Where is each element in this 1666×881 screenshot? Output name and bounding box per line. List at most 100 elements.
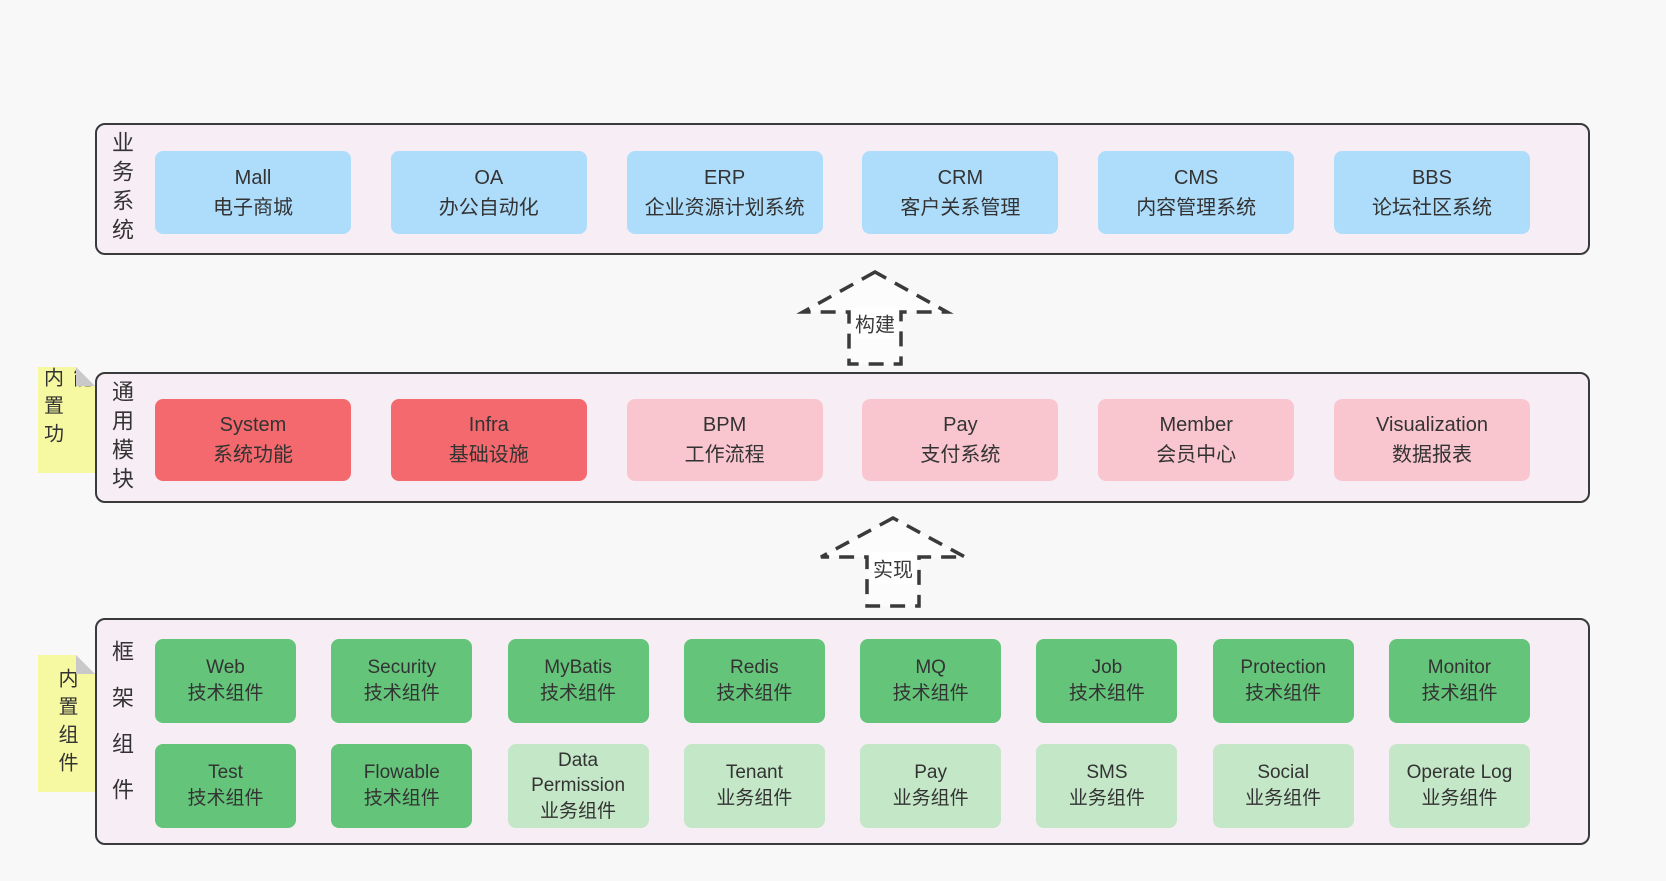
- box-member-name: Member: [1159, 414, 1233, 436]
- box-social-sub: 业务组件: [1245, 788, 1322, 809]
- arrow-label-implement: 实现: [870, 552, 916, 584]
- box-monitor: Monitor 技术组件: [1388, 639, 1530, 723]
- box-infra-sub: 基础设施: [448, 444, 529, 466]
- box-security-name: Security: [367, 657, 437, 679]
- sticky-note-built-in-features-text: 内置功能: [40, 367, 92, 451]
- box-mall-name: Mall: [234, 166, 272, 189]
- box-test-sub: 技术组件: [187, 788, 264, 809]
- box-system-name: System: [219, 414, 287, 436]
- box-flowable-name: Flowable: [363, 762, 440, 784]
- box-sms: SMS 业务组件: [1036, 744, 1178, 828]
- box-member: Member 会员中心: [1098, 399, 1295, 481]
- box-web: Web 技术组件: [155, 639, 296, 723]
- box-pay-component-sub: 业务组件: [892, 788, 969, 809]
- box-flowable: Flowable 技术组件: [331, 744, 473, 828]
- box-sms-name: SMS: [1086, 762, 1128, 784]
- box-oa-name: OA: [474, 166, 504, 189]
- box-test: Test 技术组件: [155, 744, 296, 828]
- box-visualization-sub: 数据报表: [1391, 444, 1472, 466]
- box-operate-log: Operate Log 业务组件: [1388, 744, 1530, 828]
- box-crm-name: CRM: [937, 166, 984, 189]
- box-social-name: Social: [1257, 762, 1310, 784]
- box-mybatis: MyBatis 技术组件: [507, 639, 649, 723]
- box-mall: Mall 电子商城: [155, 151, 351, 234]
- box-sms-sub: 业务组件: [1068, 788, 1145, 809]
- box-cms: CMS 内容管理系统: [1098, 151, 1295, 234]
- box-oa-sub: 办公自动化: [438, 196, 539, 219]
- box-operate-log-name: Operate Log: [1406, 762, 1513, 784]
- box-monitor-sub: 技术组件: [1421, 683, 1498, 704]
- box-cms-name: CMS: [1173, 166, 1219, 189]
- box-system: System 系统功能: [155, 399, 351, 481]
- box-social: Social 业务组件: [1212, 744, 1354, 828]
- arrow-label-build: 构建: [852, 307, 898, 339]
- box-job-name: Job: [1091, 657, 1123, 679]
- box-mybatis-name: MyBatis: [544, 657, 612, 679]
- business-systems-panel-title: 业务系统: [109, 131, 134, 247]
- box-pay-component-name: Pay: [914, 762, 947, 784]
- box-infra-name: Infra: [468, 414, 509, 436]
- box-redis-name: Redis: [730, 657, 779, 679]
- box-data-permission-sub: 业务组件: [540, 800, 617, 822]
- common-modules-row: System 系统功能 Infra 基础设施 BPM 工作流程 Pay 支付系统…: [155, 399, 1530, 481]
- sticky-note-built-in-features: 内置功能: [38, 367, 95, 473]
- business-systems-row: Mall 电子商城 OA 办公自动化 ERP 企业资源计划系统 CRM 客户关系…: [155, 151, 1530, 234]
- box-system-sub: 系统功能: [213, 444, 293, 466]
- box-erp: ERP 企业资源计划系统: [626, 151, 823, 234]
- box-redis: Redis 技术组件: [683, 639, 825, 723]
- box-crm: CRM 客户关系管理: [862, 151, 1059, 234]
- box-protection: Protection 技术组件: [1212, 639, 1354, 723]
- box-pay-module-name: Pay: [943, 414, 978, 436]
- sticky-note-built-in-components: 内置组件: [38, 655, 95, 792]
- box-bbs-sub: 论坛社区系统: [1371, 196, 1492, 219]
- business-systems-panel: 业务系统 Mall 电子商城 OA 办公自动化 ERP 企业资源计划系统 CRM…: [95, 123, 1590, 255]
- box-data-permission-name: Data Permission: [531, 749, 626, 797]
- box-bpm: BPM 工作流程: [626, 399, 823, 481]
- box-web-sub: 技术组件: [187, 683, 264, 704]
- common-modules-panel-title: 通用模块: [109, 379, 134, 496]
- box-bpm-name: BPM: [702, 414, 747, 436]
- box-mq: MQ 技术组件: [860, 639, 1002, 723]
- box-protection-name: Protection: [1240, 657, 1326, 679]
- box-tenant-sub: 业务组件: [716, 788, 793, 809]
- box-mq-name: MQ: [915, 657, 946, 679]
- box-mq-sub: 技术组件: [892, 683, 969, 704]
- framework-components-panel-title: 框架组件: [109, 639, 134, 824]
- box-erp-name: ERP: [704, 166, 746, 189]
- box-data-permission: Data Permission 业务组件: [507, 744, 649, 828]
- box-operate-log-sub: 业务组件: [1421, 788, 1498, 809]
- box-visualization: Visualization 数据报表: [1333, 399, 1530, 481]
- box-protection-sub: 技术组件: [1245, 683, 1322, 704]
- common-modules-panel: 通用模块 System 系统功能 Infra 基础设施 BPM 工作流程 Pay…: [95, 372, 1590, 503]
- box-tenant-name: Tenant: [725, 762, 783, 784]
- box-security: Security 技术组件: [331, 639, 473, 723]
- box-cms-sub: 内容管理系统: [1136, 196, 1257, 219]
- box-tenant: Tenant 业务组件: [683, 744, 825, 828]
- box-oa: OA 办公自动化: [390, 151, 587, 234]
- framework-components-row-1: Web 技术组件 Security 技术组件 MyBatis 技术组件 Redi…: [155, 639, 1530, 723]
- box-web-name: Web: [206, 657, 245, 679]
- box-pay-component: Pay 业务组件: [860, 744, 1002, 828]
- box-job-sub: 技术组件: [1068, 683, 1145, 704]
- box-security-sub: 技术组件: [363, 683, 440, 704]
- framework-components-row-2: Test 技术组件 Flowable 技术组件 Data Permission …: [155, 744, 1530, 828]
- box-crm-sub: 客户关系管理: [900, 196, 1021, 219]
- box-mybatis-sub: 技术组件: [540, 683, 617, 704]
- box-flowable-sub: 技术组件: [363, 788, 440, 809]
- box-redis-sub: 技术组件: [716, 683, 793, 704]
- box-monitor-name: Monitor: [1427, 657, 1492, 679]
- box-bbs: BBS 论坛社区系统: [1333, 151, 1530, 234]
- box-pay-module: Pay 支付系统: [862, 399, 1059, 481]
- box-member-sub: 会员中心: [1156, 444, 1237, 466]
- sticky-note-built-in-components-text: 内置组件: [55, 667, 77, 780]
- box-job: Job 技术组件: [1036, 639, 1178, 723]
- box-erp-sub: 企业资源计划系统: [644, 196, 805, 219]
- box-mall-sub: 电子商城: [213, 196, 293, 219]
- box-infra: Infra 基础设施: [390, 399, 587, 481]
- box-test-name: Test: [208, 762, 243, 784]
- box-pay-module-sub: 支付系统: [920, 444, 1001, 466]
- box-bbs-name: BBS: [1411, 166, 1452, 189]
- framework-components-panel: 框架组件 Web 技术组件 Security 技术组件 MyBatis 技术组件…: [95, 618, 1590, 845]
- box-bpm-sub: 工作流程: [684, 444, 765, 466]
- box-visualization-name: Visualization: [1376, 414, 1488, 436]
